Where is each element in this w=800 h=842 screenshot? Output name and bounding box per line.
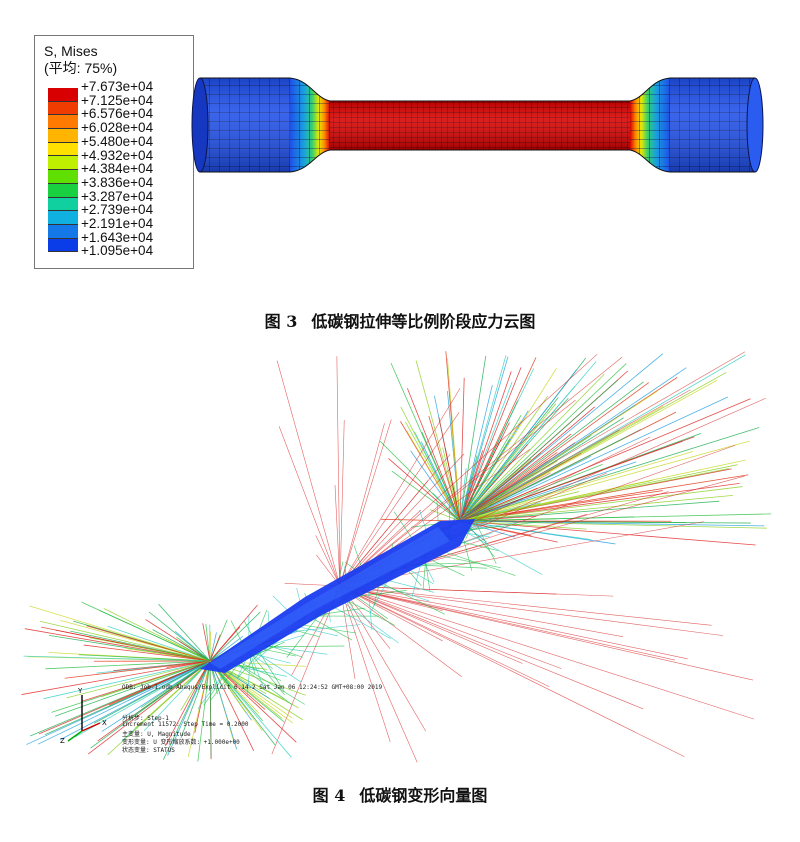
- figure4-caption-text: 低碳钢变形向量图: [359, 786, 488, 805]
- svg-text:Z: Z: [60, 737, 65, 745]
- legend-value: +3.287e+04: [81, 188, 154, 204]
- legend-value: +7.673e+04: [81, 79, 154, 94]
- legend-value: +6.028e+04: [81, 120, 154, 136]
- legend-swatch: [48, 183, 78, 198]
- primary-var-line: 主变量: U, Magnitude: [122, 731, 191, 738]
- legend-values: +7.673e+04+7.125e+04+6.576e+04+6.028e+04…: [81, 80, 153, 258]
- step-info-line: 分析步: Step-1: [122, 715, 169, 722]
- legend-subtitle: (平均: 75%): [44, 60, 118, 76]
- legend-swatch: [48, 115, 78, 130]
- legend-value: +4.384e+04: [81, 161, 154, 177]
- stress-legend: S, Mises (平均: 75%) +7.673e+04+7.125e+04+…: [34, 35, 194, 269]
- deformed-var-line: 变形变量: U 变形缩放系数: +1.000e+00: [122, 739, 240, 746]
- figure4-caption-number: 图 4: [312, 786, 346, 805]
- legend-value: +6.576e+04: [81, 106, 154, 122]
- legend-swatch: [48, 238, 78, 253]
- legend-swatch: [48, 101, 78, 116]
- deformation-vector-plot: Y X Z: [20, 351, 772, 763]
- legend-swatch: [48, 142, 78, 157]
- figure3-caption: 图 3 低碳钢拉伸等比例阶段应力云图: [0, 308, 800, 332]
- legend-swatch: [48, 88, 78, 102]
- legend-value: +4.932e+04: [81, 147, 154, 163]
- legend-value: +2.191e+04: [81, 216, 154, 232]
- figure4-caption: 图 4 低碳钢变形向量图: [0, 782, 800, 806]
- legend-value: +2.739e+04: [81, 202, 154, 218]
- svg-text:X: X: [102, 719, 107, 727]
- figure3-caption-number: 图 3: [264, 312, 298, 331]
- legend-value: +1.095e+04: [81, 243, 154, 259]
- legend-swatch: [48, 170, 78, 184]
- legend-swatch: [48, 211, 78, 225]
- legend-title: S, Mises: [44, 43, 98, 59]
- legend-value: +3.836e+04: [81, 174, 154, 190]
- legend-swatch: [48, 197, 78, 212]
- legend-swatch: [48, 224, 78, 239]
- svg-text:Y: Y: [77, 687, 83, 695]
- legend-swatch: [48, 129, 78, 143]
- figure3-caption-text: 低碳钢拉伸等比例阶段应力云图: [311, 312, 536, 331]
- legend-value: +1.643e+04: [81, 229, 154, 245]
- odb-info-line: ODB: Job-1.odb Abaqus/Explicit 6.14-2 Sa…: [122, 684, 383, 691]
- stress-contour-specimen: [191, 77, 764, 173]
- legend-swatch: [48, 156, 78, 171]
- status-var-line: 状态变量: STATUS: [122, 747, 175, 754]
- legend-color-bar: [48, 88, 78, 253]
- legend-value: +5.480e+04: [81, 133, 154, 149]
- axis-triad-icon: Y X Z: [60, 687, 107, 745]
- increment-info-line: Increment 11572: Step Time = 0.2000: [122, 721, 249, 728]
- legend-value: +7.125e+04: [81, 92, 154, 108]
